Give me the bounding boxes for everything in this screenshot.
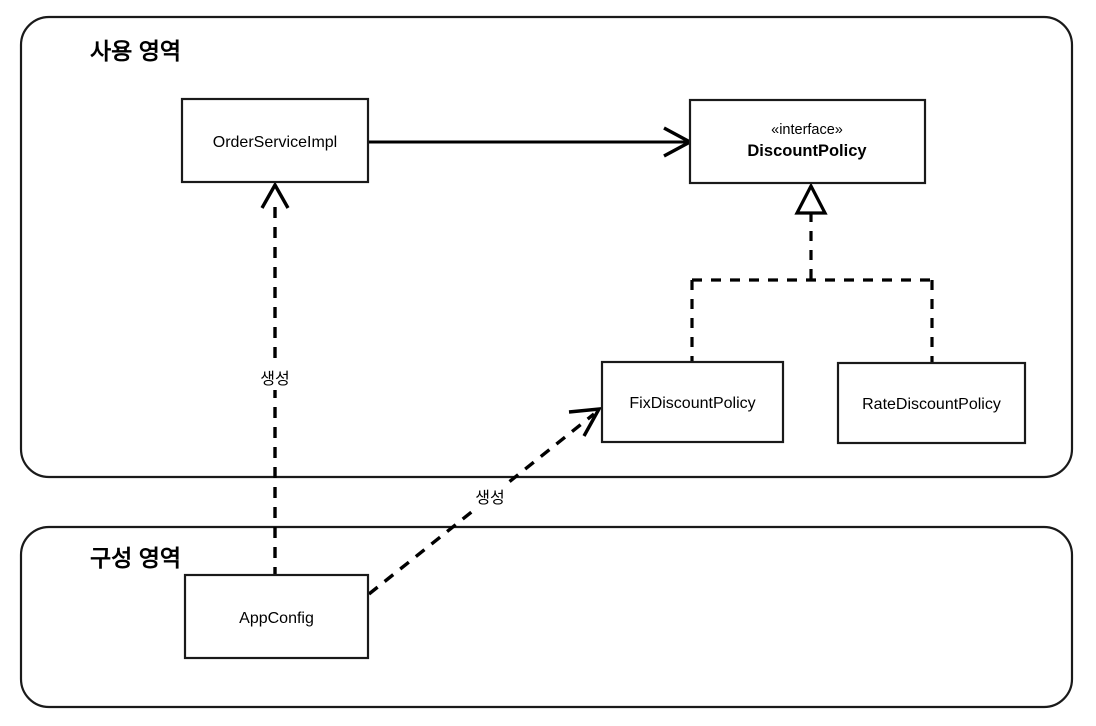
edge-label-creates-fix-discount-policy-backdrop bbox=[466, 483, 514, 509]
class-box-app-config-rect[interactable] bbox=[183, 573, 370, 660]
class-box-app-config[interactable]: AppConfig bbox=[183, 573, 370, 660]
edge-realization-hollow-triangle-icon bbox=[794, 182, 828, 215]
edge-appconfig-creates-order-service-arrowhead-icon bbox=[260, 181, 290, 209]
class-box-discount-policy-stereotype: «interface» bbox=[771, 122, 843, 138]
class-box-app-config-label: AppConfig bbox=[239, 610, 314, 627]
class-box-order-service-impl-label: OrderServiceImpl bbox=[213, 134, 337, 151]
class-box-discount-policy-rect[interactable] bbox=[688, 98, 927, 185]
class-box-rate-discount-policy[interactable]: RateDiscountPolicy bbox=[836, 361, 1027, 445]
region-usage-area: 사용 영역 bbox=[19, 15, 1074, 479]
edge-label-creates-order-service-text: 생성 bbox=[260, 370, 289, 388]
edge-label-creates-fix-discount-policy-text: 생성 bbox=[475, 489, 504, 507]
class-box-order-service-impl[interactable]: OrderServiceImpl bbox=[180, 97, 370, 184]
edge-label-creates-order-service: 생성 bbox=[251, 364, 299, 390]
class-box-discount-policy-label: DiscountPolicy bbox=[747, 142, 867, 160]
region-config-area-title: 구성 영역 bbox=[90, 545, 181, 571]
edge-label-creates-fix-discount-policy: 생성 bbox=[466, 483, 514, 509]
class-box-rate-discount-policy-label: RateDiscountPolicy bbox=[862, 396, 1001, 413]
region-config-area-outline bbox=[19, 525, 1074, 709]
region-usage-area-outline bbox=[19, 15, 1074, 479]
edge-order-service-uses-discount-policy bbox=[368, 126, 694, 158]
class-box-fix-discount-policy[interactable]: FixDiscountPolicy bbox=[600, 360, 785, 444]
edge-realization-tree-discount-policy bbox=[690, 182, 934, 365]
class-box-discount-policy[interactable]: «interface» DiscountPolicy bbox=[688, 98, 927, 185]
class-box-fix-discount-policy-rect[interactable] bbox=[600, 360, 785, 444]
edge-label-creates-order-service-backdrop bbox=[251, 364, 299, 390]
region-config-area: 구성 영역 bbox=[19, 525, 1074, 709]
class-box-order-service-impl-rect[interactable] bbox=[180, 97, 370, 184]
class-box-fix-discount-policy-label: FixDiscountPolicy bbox=[629, 395, 755, 412]
class-box-rate-discount-policy-rect[interactable] bbox=[836, 361, 1027, 445]
region-usage-area-title: 사용 영역 bbox=[90, 38, 181, 64]
edge-appconfig-creates-fix-discount-policy-arrowhead-icon bbox=[568, 406, 603, 437]
